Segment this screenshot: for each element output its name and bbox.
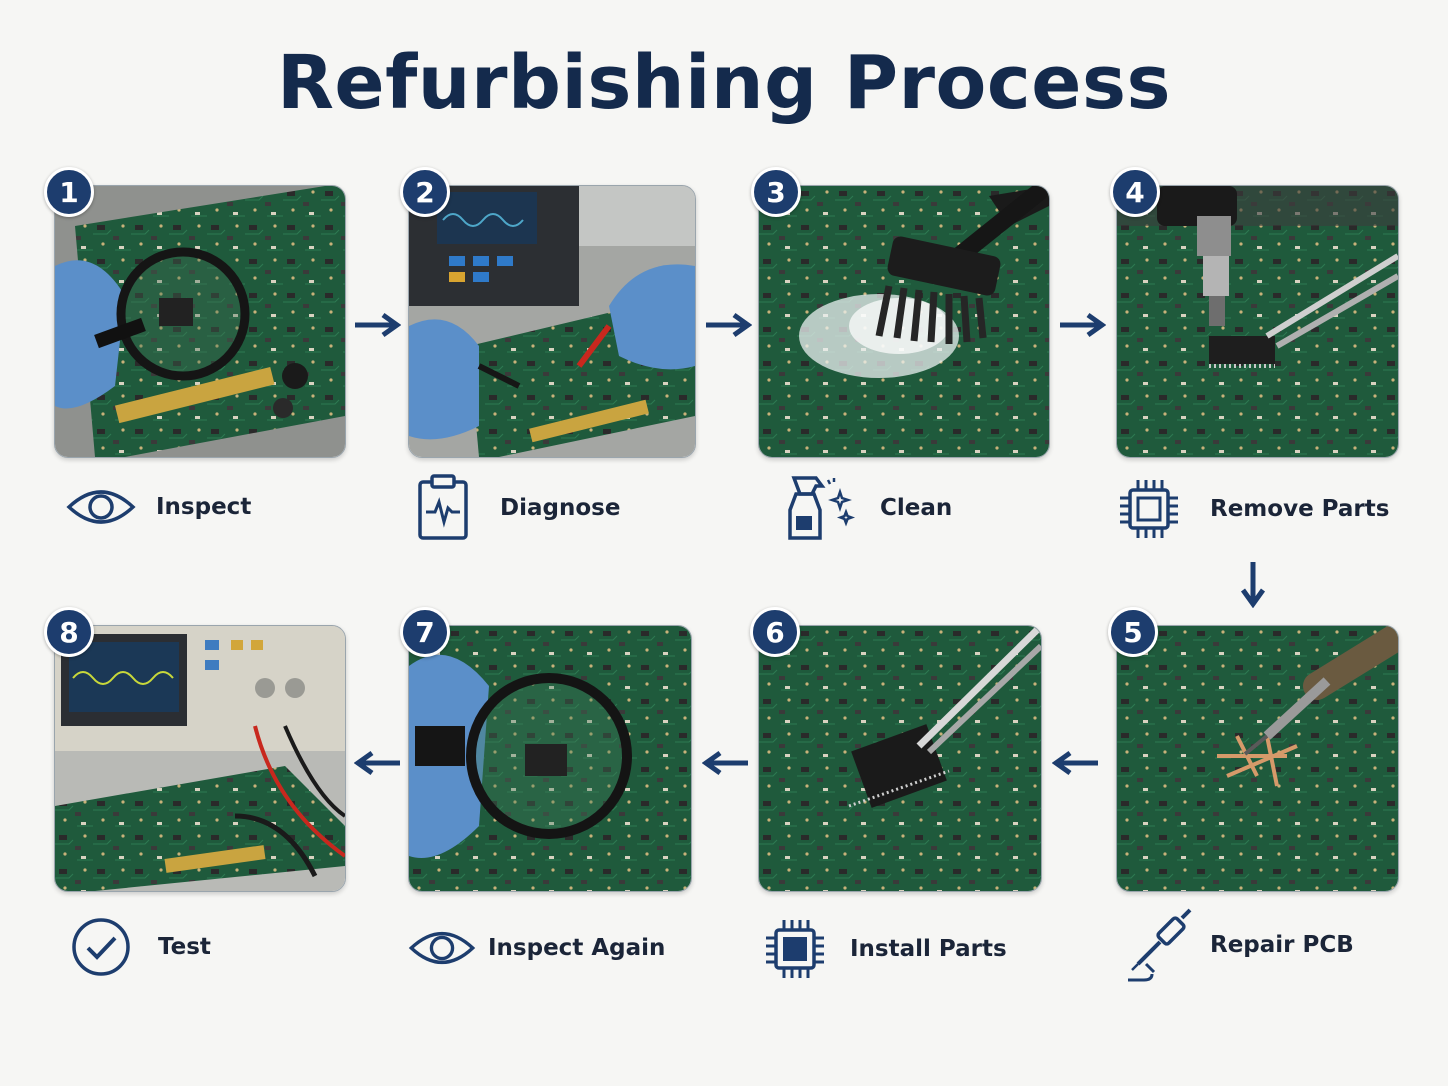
step-5-label: Repair PCB <box>1210 932 1354 958</box>
step-6-label: Install Parts <box>850 936 1007 962</box>
arrow-left-1 <box>1052 750 1100 776</box>
step-6-badge: 6 <box>750 607 800 657</box>
step-8-badge: 8 <box>44 607 94 657</box>
spray-bottle-icon <box>784 474 856 542</box>
step-3-badge: 3 <box>751 167 801 217</box>
chip-filled-icon <box>764 918 826 980</box>
step-4-badge: 4 <box>1110 167 1160 217</box>
arrow-right-3 <box>1058 312 1106 338</box>
arrow-right-2 <box>704 312 752 338</box>
step-1-photo <box>54 185 346 458</box>
step-4-label: Remove Parts <box>1210 496 1390 522</box>
check-circle-icon <box>70 916 132 978</box>
step-7-photo <box>408 625 692 892</box>
step-8-photo <box>54 625 346 892</box>
step-2-badge: 2 <box>400 167 450 217</box>
step-2-label: Diagnose <box>500 495 621 521</box>
step-2-photo <box>408 185 696 458</box>
step-7-label: Inspect Again <box>488 935 666 961</box>
arrow-down <box>1240 560 1266 608</box>
step-5-caption: Repair PCB <box>1124 906 1354 984</box>
step-6-caption: Install Parts <box>764 918 1007 980</box>
page-title: Refurbishing Process <box>276 40 1172 126</box>
step-7-badge: 7 <box>400 607 450 657</box>
step-2-caption: Diagnose <box>416 474 620 542</box>
step-3-caption: Clean <box>784 474 952 542</box>
step-6-photo <box>758 625 1042 892</box>
step-1-caption: Inspect <box>66 482 251 532</box>
step-1-label: Inspect <box>156 494 252 520</box>
soldering-iron-icon <box>1124 906 1194 984</box>
eye-icon <box>408 924 476 972</box>
eye-icon <box>66 482 136 532</box>
step-4-caption: Remove Parts <box>1118 478 1389 540</box>
step-1-badge: 1 <box>44 167 94 217</box>
step-5-photo <box>1116 625 1399 892</box>
chip-outline-icon <box>1118 478 1180 540</box>
step-7-caption: Inspect Again <box>408 924 665 972</box>
arrow-left-2 <box>702 750 750 776</box>
step-3-photo <box>758 185 1050 458</box>
step-8-caption: Test <box>70 916 211 978</box>
arrow-left-3 <box>354 750 402 776</box>
clipboard-pulse-icon <box>416 474 472 542</box>
step-3-label: Clean <box>880 495 953 521</box>
arrow-right-1 <box>353 312 401 338</box>
step-5-badge: 5 <box>1108 607 1158 657</box>
step-4-photo <box>1116 185 1399 458</box>
step-8-label: Test <box>158 934 211 960</box>
